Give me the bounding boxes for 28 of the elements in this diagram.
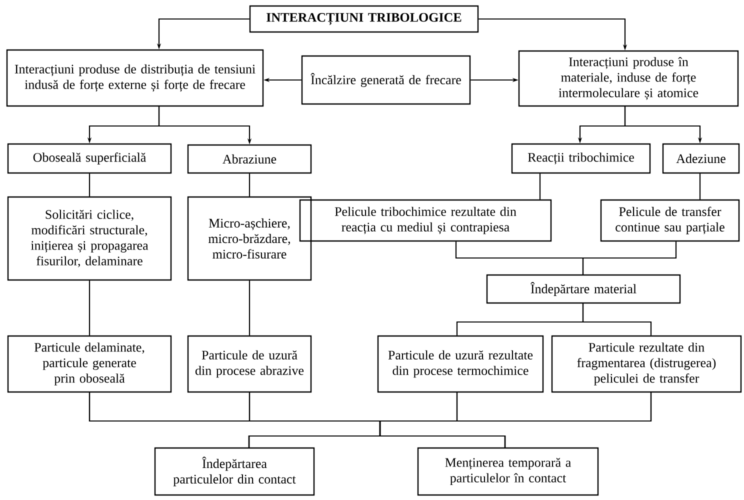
process-box: Interacțiuni produse de distribuția de tensiuni indusă de forțe externe și forțe de frecare [6,49,264,107]
title-box: INTERACȚIUNI TRIBOLOGICE [249,5,479,33]
process-box: Adeziune [662,143,740,174]
connector-line [88,174,90,196]
connector-line [379,392,652,448]
process-box: Solicitări ciclice, modificări structurale, inițierea și propagarea fisurilor, delaminare [7,196,172,281]
connector-line [539,174,541,200]
connector-line [582,304,652,336]
process-box: Pelicule de transfer continue sau parțiale [600,199,740,242]
process-box: Particule de uzură din procese abrazive [187,335,312,393]
process-box: Pelicule tribochimice rezultate din reacția cu mediul și contrapiesa [299,199,552,242]
process-box: Încălzire generată de frecare [301,55,471,105]
connector-line [248,280,250,336]
process-box: Abraziune [187,144,312,174]
process-box: Îndepărtarea particulelor din contact [154,447,315,496]
connector-line [582,242,677,274]
process-box: Particule rezultate din fragmentarea (distrugerea) peliculei de transfer [551,335,742,393]
process-box: Menținerea temporară a particulelor în contact [417,447,599,496]
process-box: Interacțiuni produse în materiale, induse de forțe intermoleculare și atomice [518,50,739,107]
connector-line [88,280,90,336]
process-box: Micro-așchiere, micro-brăzdare, micro-fisurare [187,196,312,281]
process-box: Oboseală superficială [7,143,172,174]
connector-line [248,174,250,196]
connector-line [699,174,701,200]
process-box: Reacții tribochimice [511,143,651,174]
process-box: Particule delaminate, particule generate prin oboseală [7,335,172,393]
process-box: Îndepărtare material [486,274,681,304]
process-box: Particule de uzură rezultate din procese termochimice [377,335,544,393]
